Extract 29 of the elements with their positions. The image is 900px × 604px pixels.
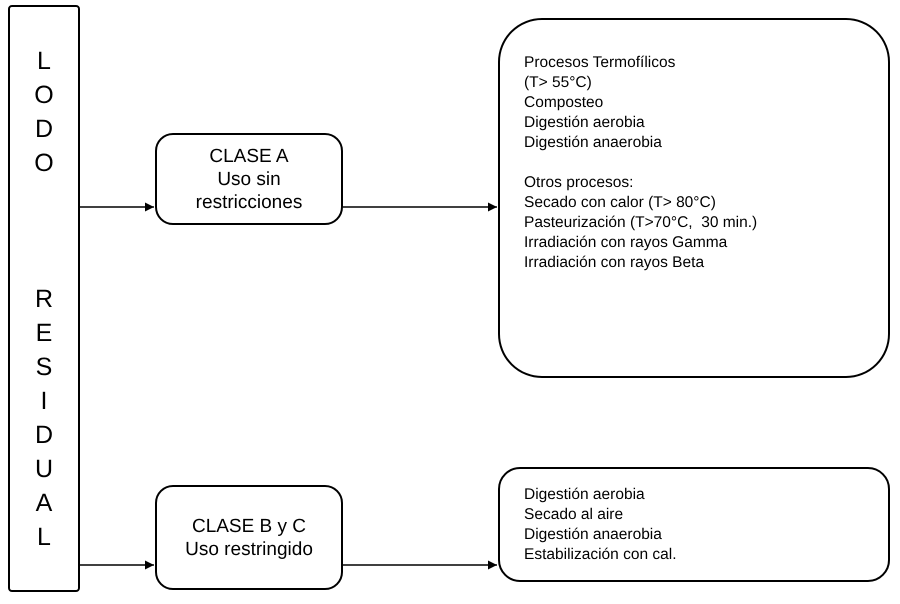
- arrow: [343, 202, 497, 212]
- process-item: Secado al aire: [524, 504, 624, 524]
- vertical-text: LODO: [34, 46, 54, 178]
- process-item: Digestión aerobia: [524, 113, 645, 133]
- arrow: [80, 560, 154, 570]
- process-item: Otros procesos:: [524, 173, 634, 193]
- process-item: Pasteurización (T>70°C, 30 min.): [524, 213, 758, 233]
- class-description: Uso restringido: [185, 538, 313, 560]
- process-item: Secado con calor (T> 80°C): [524, 193, 716, 213]
- arrow: [80, 202, 154, 212]
- class-description: Uso sin restricciones: [194, 168, 304, 214]
- process-item: Estabilización con cal.: [524, 544, 676, 564]
- process-box: [498, 467, 890, 582]
- process-item: Digestión aerobia: [524, 484, 645, 504]
- process-item: Digestión anaerobia: [524, 524, 662, 544]
- process-item: (T> 55°C): [524, 73, 592, 93]
- process-item: Composteo: [524, 93, 604, 113]
- process-item: Irradiación con rayos Gamma: [524, 233, 728, 253]
- side-box: [8, 5, 80, 592]
- process-box: [498, 18, 890, 378]
- vertical-text: RESIDUAL: [34, 284, 54, 552]
- process-item: Irradiación con rayos Beta: [524, 253, 704, 273]
- arrow: [343, 560, 497, 570]
- process-item: Digestión anaerobia: [524, 133, 662, 153]
- class-box: [155, 133, 343, 225]
- class-box: [155, 485, 343, 590]
- class-heading: CLASE B y C: [192, 514, 306, 538]
- class-heading: CLASE A: [209, 144, 289, 168]
- process-item: Procesos Termofílicos: [524, 53, 676, 73]
